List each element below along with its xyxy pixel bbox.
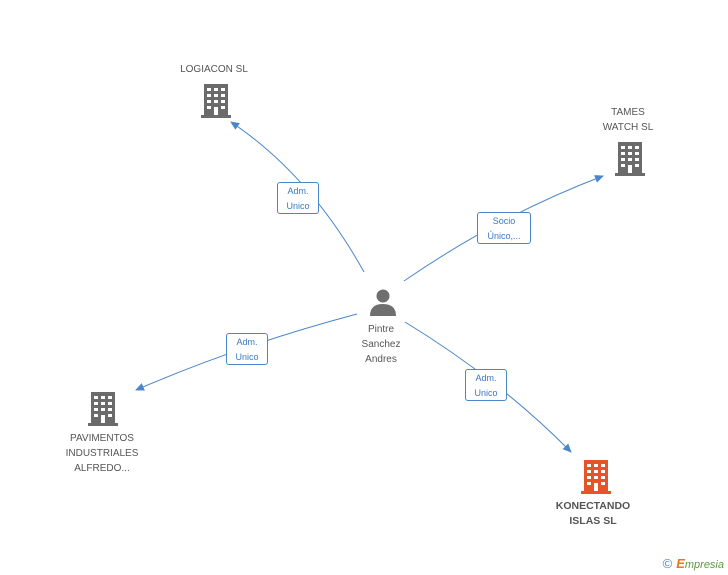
empresia-logo-letter: E — [676, 556, 685, 571]
person-icon[interactable] — [370, 289, 396, 317]
node-label-pavimentos[interactable]: PAVIMENTOS INDUSTRIALES ALFREDO... — [65, 433, 139, 474]
building-icon[interactable] — [581, 460, 611, 494]
node-label-tames[interactable]: TAMES WATCH SL — [602, 107, 654, 133]
edge-label-konectando[interactable]: Adm. Unico — [465, 369, 507, 401]
node-label-konectando[interactable]: KONECTANDO ISLAS SL — [555, 500, 631, 527]
edge-label-pavimentos[interactable]: Adm. Unico — [226, 333, 268, 365]
node-label-center[interactable]: Pintre Sanchez Andres — [361, 324, 401, 365]
building-icon[interactable] — [615, 142, 645, 176]
building-icon[interactable] — [201, 84, 231, 118]
edge-label-logiacon[interactable]: Adm. Unico — [277, 182, 319, 214]
copyright-icon: © — [662, 556, 673, 571]
node-label-logiacon[interactable]: LOGIACON SL — [180, 64, 248, 75]
empresia-logo-text: mpresia — [684, 559, 724, 571]
empresia-credit[interactable]: ©Empresia — [663, 556, 724, 571]
edge-label-tames[interactable]: Socio Único,... — [477, 212, 531, 244]
building-icon[interactable] — [88, 392, 118, 426]
